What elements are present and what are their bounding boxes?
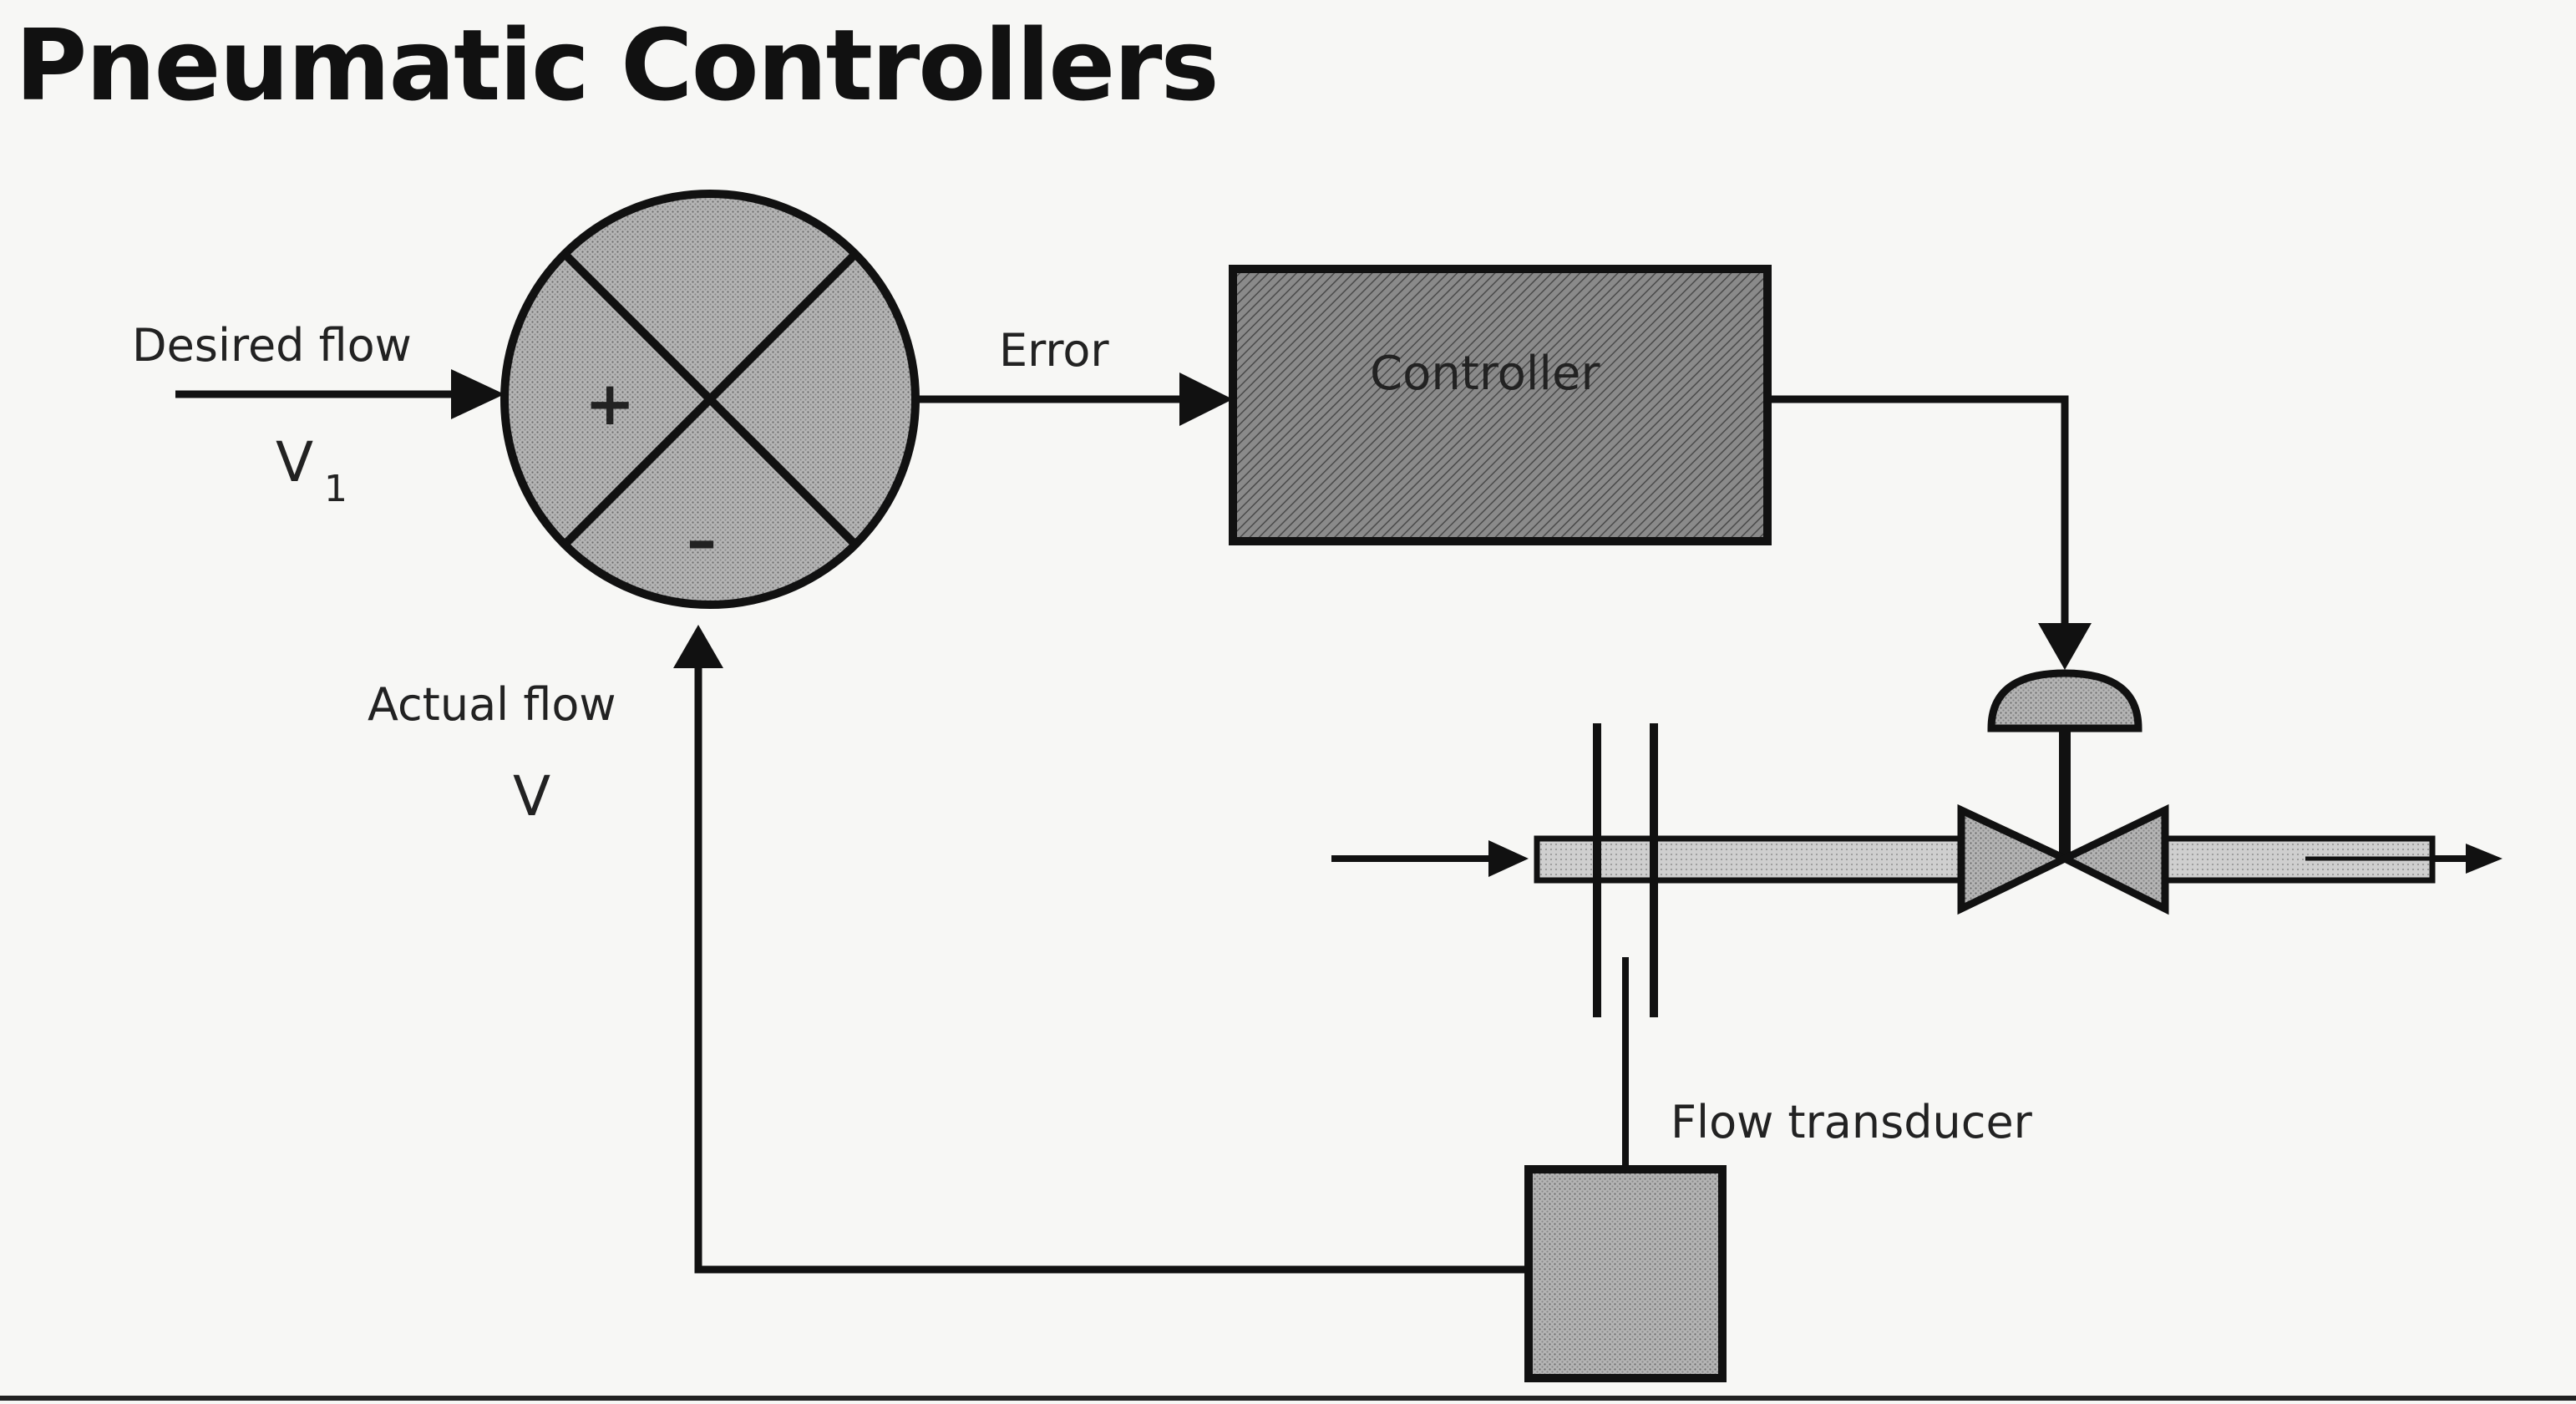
slide-title: Pneumatic Controllers [15,8,1220,123]
desired-flow-label: Desired flow [132,319,412,372]
error-label: Error [999,324,1109,377]
orifice-plate [1593,723,1658,1169]
pipe-outlet-arrow [2432,844,2502,874]
control-valve [1957,803,2169,915]
error-arrow [915,373,1233,426]
minus-sign: – [687,505,717,575]
plus-sign: + [585,368,635,438]
controller-label: Controller [1370,347,1600,401]
flow-transducer-block [1524,1165,1727,1382]
flow-transducer-label: Flow transducer [1671,1096,2033,1148]
desired-flow-symbol: V [276,430,313,494]
feedback-line [673,625,1529,1274]
actual-flow-label: Actual flow [368,678,616,731]
desired-flow-arrow [175,369,505,419]
actual-flow-symbol: V [513,764,550,829]
controller-block [1229,265,1772,545]
controller-output-line [1767,395,2092,670]
valve-actuator [1987,669,2142,860]
pipe-inlet-arrow [1331,840,1529,877]
desired-flow-subscript: 1 [324,468,347,510]
